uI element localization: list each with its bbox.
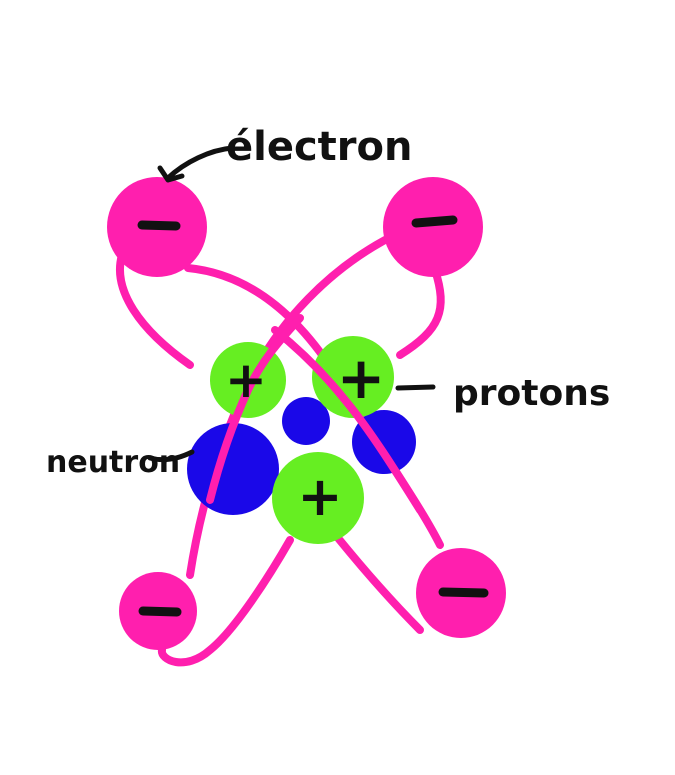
minus-symbol-4	[438, 587, 489, 598]
neutron-small	[282, 397, 330, 445]
minus-symbol-2	[411, 215, 458, 228]
minus-symbol-1	[137, 220, 181, 231]
proton-plus-signs: + + +	[225, 344, 385, 528]
neutron-leader	[147, 449, 195, 463]
plus-symbol: +	[337, 344, 386, 412]
protons-label: protons	[453, 373, 610, 414]
orbit-path-6	[334, 534, 424, 634]
orbits-front	[206, 314, 424, 514]
orbit-path-3	[116, 251, 194, 369]
minus-symbol-3	[138, 606, 182, 617]
orbit-path-4	[396, 266, 445, 359]
electron-arrow	[165, 145, 235, 181]
electron-minus-signs	[137, 215, 489, 617]
orbit-front-1	[271, 326, 424, 514]
protons-leader	[395, 384, 436, 391]
proton-right	[312, 336, 394, 418]
plus-symbol: +	[225, 351, 267, 409]
electron-arrow-head	[157, 165, 185, 183]
proton-bottom	[272, 452, 364, 544]
neutron-label: neutron	[46, 445, 180, 480]
orbit-path-5	[158, 536, 294, 667]
orbit-front-2	[206, 314, 304, 504]
electron-top-right	[383, 177, 483, 277]
electron-label: électron	[226, 124, 412, 170]
plus-symbol: +	[297, 465, 342, 528]
leaders	[147, 145, 436, 463]
